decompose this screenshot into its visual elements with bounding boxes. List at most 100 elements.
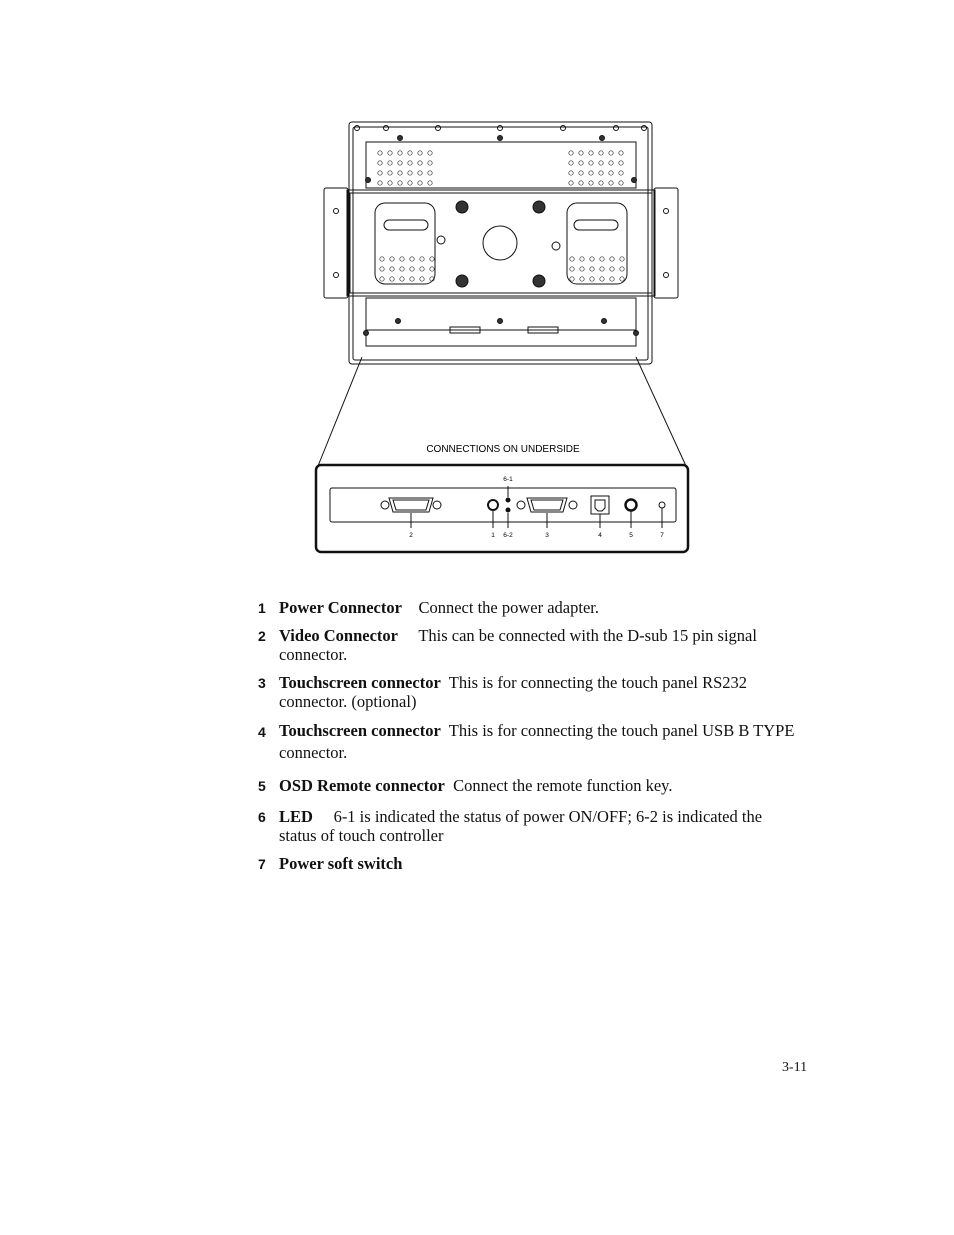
item-number: 3: [258, 675, 266, 691]
vent-hole: [569, 276, 575, 282]
item-term: Touchscreen connector: [279, 721, 441, 740]
vent-hole: [578, 180, 584, 186]
vent-hole: [427, 150, 433, 156]
item-number: 6: [258, 809, 266, 825]
vent-hole: [409, 256, 415, 262]
vent-hole: [598, 150, 604, 156]
item-number: 4: [258, 724, 266, 740]
vent-hole: [379, 266, 385, 272]
vent-hole: [609, 256, 615, 262]
vent-hole: [399, 276, 405, 282]
right-bracket-ear: [653, 187, 679, 299]
item-number: 2: [258, 628, 266, 644]
vent-hole: [417, 170, 423, 176]
item-description: Connect the power adapter.: [418, 598, 599, 617]
screw: [613, 125, 619, 131]
screw: [599, 135, 605, 141]
vent-hole: [377, 180, 383, 186]
vent-hole: [619, 276, 625, 282]
osd-remote-connector-drawing: [624, 498, 638, 512]
screw: [354, 125, 360, 131]
vent-hole: [588, 150, 594, 156]
led-6-1-drawing: [505, 497, 511, 503]
power-switch-drawing: [658, 501, 666, 509]
page-number: 3-11: [782, 1060, 808, 1075]
vent-hole: [387, 160, 393, 166]
vent-hole: [419, 266, 425, 272]
screw: [633, 330, 639, 336]
vent-hole: [387, 150, 393, 156]
connector-item-4: 4 Touchscreen connector This is for conn…: [258, 720, 798, 764]
screw: [365, 177, 371, 183]
screw: [397, 135, 403, 141]
vent-hole: [598, 170, 604, 176]
screw: [560, 125, 566, 131]
vent-hole: [579, 266, 585, 272]
vesa-mount-plate: [346, 189, 656, 297]
port-label-4: 4: [598, 532, 602, 539]
vent-hole: [618, 160, 624, 166]
connector-item-1: 1 Power Connector Connect the power adap…: [258, 598, 798, 617]
item-term: LED: [279, 807, 313, 826]
screw: [641, 125, 647, 131]
connector-item-5: 5 OSD Remote connector Connect the remot…: [258, 776, 798, 795]
serial-connector-drawing: [516, 497, 578, 513]
vent-hole: [608, 180, 614, 186]
vent-hole: [568, 170, 574, 176]
vent-hole: [417, 150, 423, 156]
vent-hole: [389, 266, 395, 272]
item-description: This is for connecting the touch panel R…: [279, 673, 748, 711]
vent-hole: [399, 256, 405, 262]
vent-hole: [399, 266, 405, 272]
vent-hole: [578, 160, 584, 166]
screw: [363, 330, 369, 336]
vent-hole: [618, 170, 624, 176]
vent-hole: [598, 160, 604, 166]
vent-hole: [578, 170, 584, 176]
vent-hole: [578, 150, 584, 156]
vent-hole: [429, 276, 435, 282]
item-term: Power Connector: [279, 598, 402, 617]
vent-hole: [589, 256, 595, 262]
item-description: This can be connected with the D-sub 15 …: [279, 626, 757, 664]
port-label-6-2: 6-2: [503, 532, 513, 539]
screw: [601, 318, 607, 324]
item-term: Power soft switch: [279, 854, 403, 873]
item-description: 6-1 is indicated the status of power ON/…: [279, 807, 763, 845]
vent-hole: [579, 256, 585, 262]
vent-hole: [598, 180, 604, 186]
screw: [497, 125, 503, 131]
vent-hole: [569, 266, 575, 272]
vent-hole: [608, 160, 614, 166]
port-label-1: 1: [491, 532, 495, 539]
vent-hole: [419, 276, 425, 282]
screw: [435, 125, 441, 131]
connector-item-3: 3 Touchscreen connector This is for conn…: [258, 673, 798, 711]
vent-hole: [397, 180, 403, 186]
vent-hole: [618, 180, 624, 186]
vent-hole: [429, 256, 435, 262]
screw: [395, 318, 401, 324]
vent-hole: [568, 160, 574, 166]
vent-hole: [588, 160, 594, 166]
port-label-2: 2: [409, 532, 413, 539]
vent-hole: [417, 160, 423, 166]
port-label-5: 5: [629, 532, 633, 539]
vent-hole: [387, 180, 393, 186]
vent-hole: [618, 150, 624, 156]
vent-hole: [427, 180, 433, 186]
connector-item-7: 7 Power soft switch: [258, 854, 798, 873]
item-term: Video Connector: [279, 626, 398, 645]
connector-list: 1 Power Connector Connect the power adap…: [258, 598, 798, 882]
vent-hole: [417, 180, 423, 186]
vent-hole: [568, 180, 574, 186]
vent-hole: [599, 276, 605, 282]
led-6-1-label: 6-1: [503, 476, 513, 483]
screw: [383, 125, 389, 131]
vent-hole: [407, 160, 413, 166]
vent-hole: [387, 170, 393, 176]
vent-hole: [599, 266, 605, 272]
item-number: 5: [258, 778, 266, 794]
vent-hole: [407, 170, 413, 176]
figure-caption: CONNECTIONS ON UNDERSIDE: [426, 444, 580, 455]
